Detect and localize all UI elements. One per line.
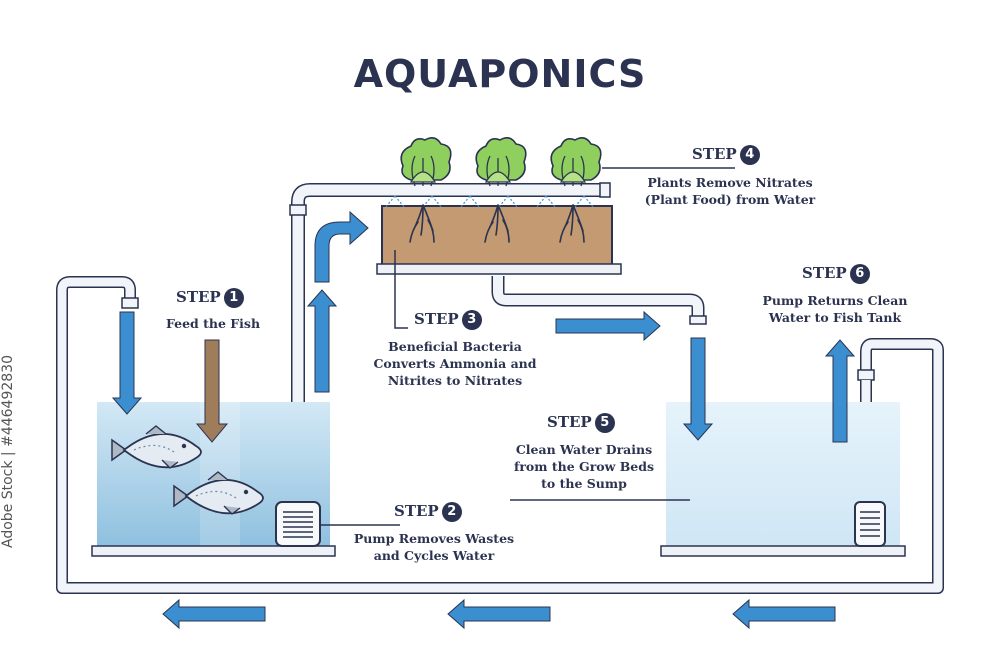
step-5-line: to the Sump	[541, 476, 627, 491]
step-2-number: 2	[441, 502, 462, 522]
flow-arrow-icon	[824, 339, 856, 443]
leader-lines	[320, 167, 735, 526]
step-3-line: Converts Ammonia and	[373, 356, 537, 371]
lettuce-icon	[550, 136, 602, 187]
step-3-line: Nitrites to Nitrates	[387, 373, 523, 388]
stock-watermark: Adobe Stock | #446492830	[0, 0, 18, 658]
step-1-word: STEP	[176, 288, 221, 306]
step-5-line: Clean Water Drains	[515, 442, 653, 457]
step-2-description: Pump Removes Wastes and Cycles Water	[334, 530, 534, 564]
step-2-line: and Cycles Water	[373, 548, 495, 563]
step-2-line: Pump Removes Wastes	[353, 531, 515, 546]
step-5-line: from the Grow Beds	[513, 459, 655, 474]
step-4-word: STEP	[692, 145, 737, 163]
fish-icon	[111, 425, 202, 469]
flow-arrow-icon	[314, 210, 369, 283]
flow-arrow-icon	[111, 311, 143, 415]
lettuce-icon	[475, 136, 527, 187]
riser-pipe	[289, 182, 611, 505]
pump-icon	[275, 501, 321, 547]
step-2-word: STEP	[394, 502, 439, 520]
step-3-word: STEP	[414, 310, 459, 328]
flow-arrow-icon	[555, 310, 661, 342]
lettuce-icon	[400, 136, 452, 187]
sump-pump-icon	[854, 501, 886, 547]
step-1-description: Feed the Fish	[148, 315, 278, 332]
step-4-description: Plants Remove Nitrates (Plant Food) from …	[630, 174, 830, 208]
step-5-word: STEP	[547, 413, 592, 431]
step-5-description: Clean Water Drains from the Grow Beds to t…	[494, 441, 674, 492]
step-6-word: STEP	[802, 264, 847, 282]
step-1-line: Feed the Fish	[165, 316, 261, 331]
flow-arrow-icon	[447, 598, 551, 630]
step-4-number: 4	[739, 145, 760, 165]
food-arrow-icon	[195, 339, 229, 443]
fish-icon	[173, 471, 264, 515]
diagram-title: AQUAPONICS	[353, 52, 647, 96]
drain-pipe	[491, 276, 707, 325]
step-6-number: 6	[849, 264, 870, 284]
step-3-line: Beneficial Bacteria	[388, 339, 522, 354]
step-4-line: (Plant Food) from Water	[644, 192, 816, 207]
flow-arrow-icon	[306, 289, 338, 393]
step-4-line: Plants Remove Nitrates	[647, 175, 813, 190]
step-6-line: Pump Returns Clean	[762, 293, 908, 308]
step-3-number: 3	[461, 310, 482, 330]
flow-arrow-icon	[682, 337, 714, 441]
flow-arrow-icon	[732, 598, 836, 630]
grow-bed	[376, 195, 622, 275]
step-5-number: 5	[594, 413, 615, 433]
step-6-line: Water to Fish Tank	[768, 310, 902, 325]
watermark-text: Adobe Stock | #446492830	[0, 355, 16, 548]
step-1-number: 1	[223, 288, 244, 308]
flow-arrow-icon	[162, 598, 266, 630]
